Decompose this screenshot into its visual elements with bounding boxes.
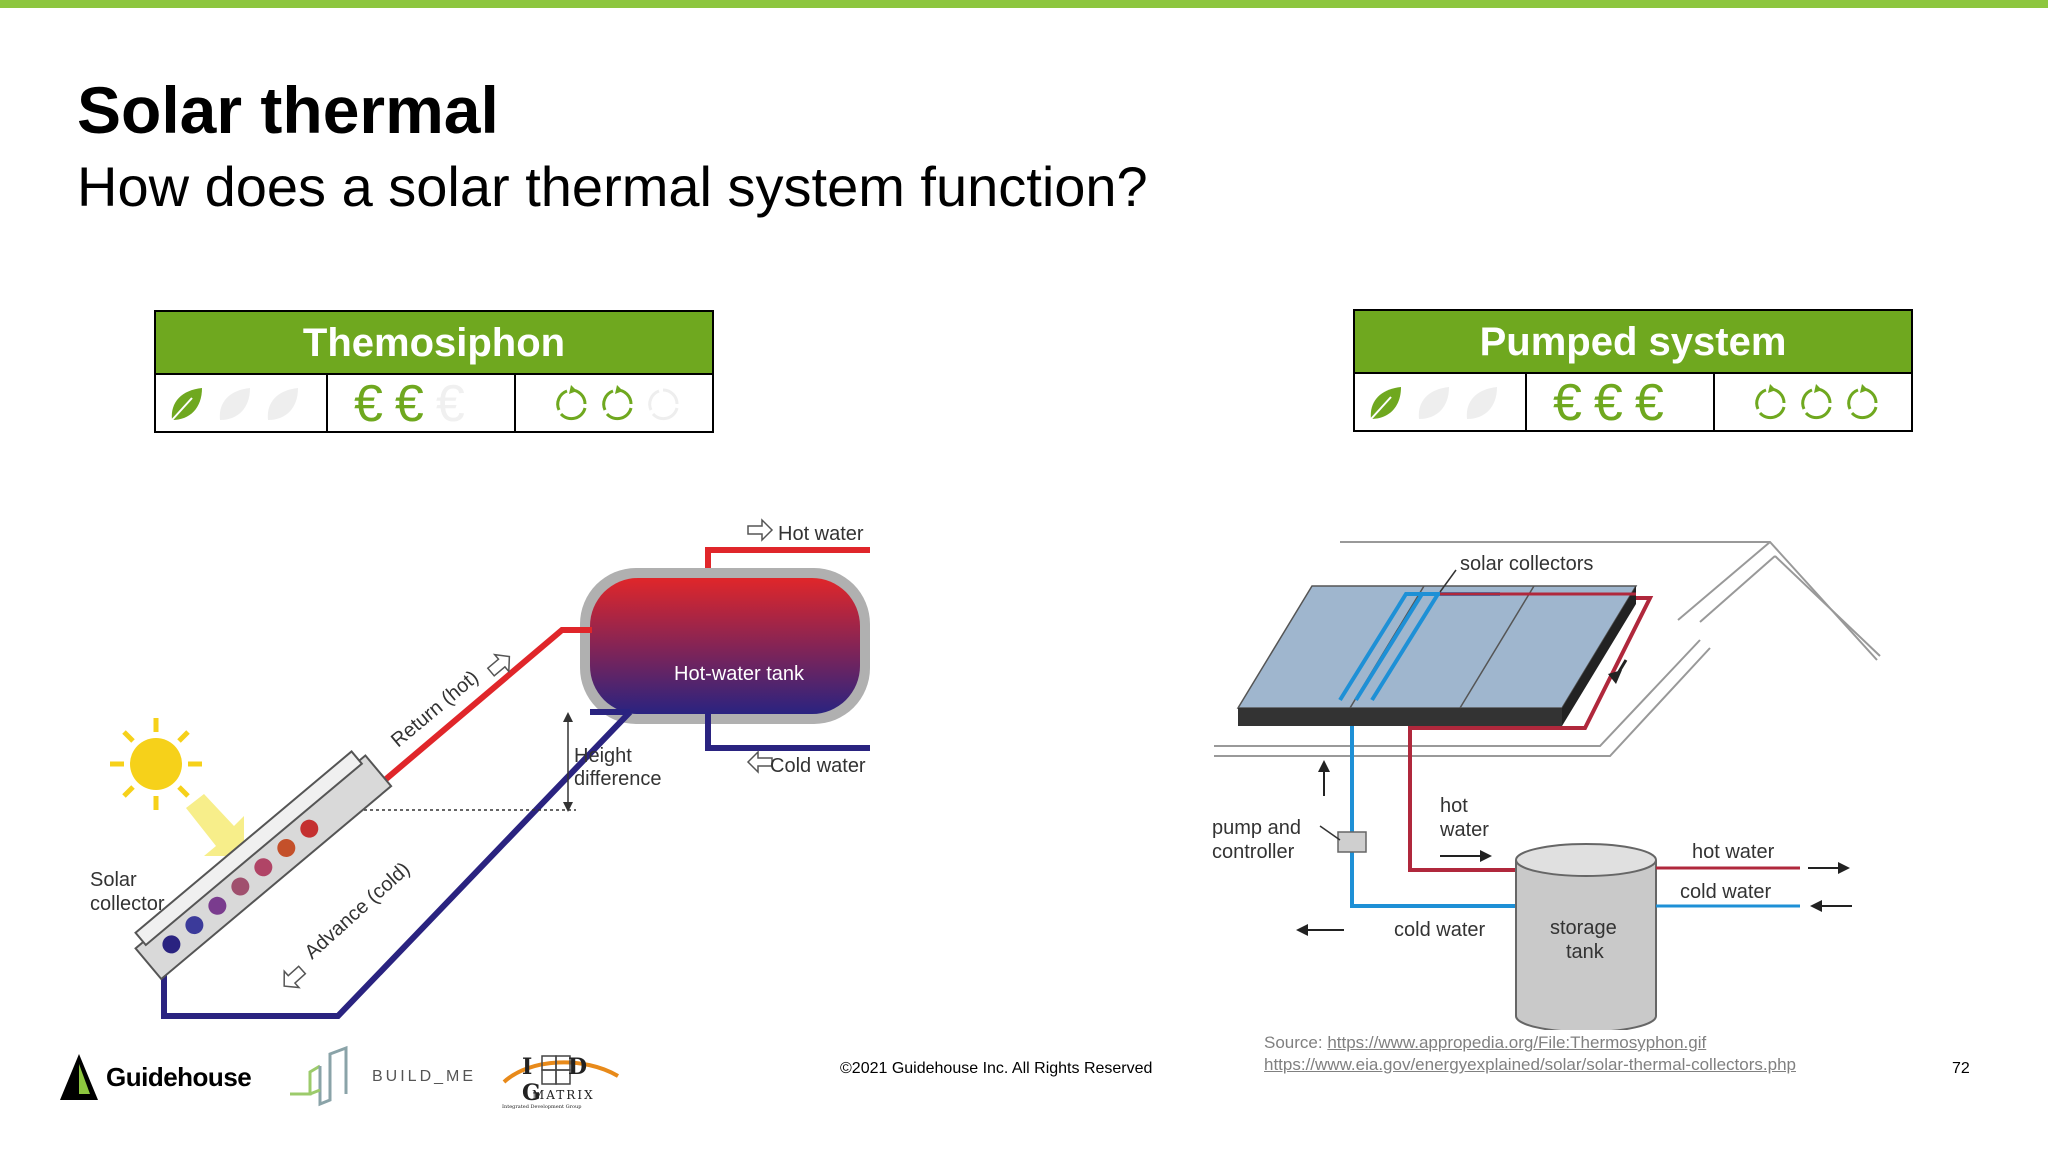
sunlight-arrow [186,794,244,856]
buildme-logo: BUILD_ME [286,1044,476,1110]
sustainability-rating [1355,374,1527,432]
guidehouse-wordmark: Guidehouse [106,1061,252,1092]
height-label-1: Height [574,745,632,767]
guidehouse-mark-icon [60,1054,98,1100]
recycle-icon [1847,384,1878,420]
page-number: 72 [1952,1060,1970,1077]
recycle-icon [602,385,633,421]
collectors-label: solar collectors [1460,553,1593,575]
recycle-icon [648,388,679,421]
leaf-icon [1466,387,1497,419]
rating-title: Themosiphon [156,312,712,375]
leaf-icon [1418,387,1449,419]
sun-icon [110,718,202,810]
page-subtitle: How does a solar thermal system function… [77,155,1148,218]
arrow-icon [486,653,511,677]
arrow-icon [747,518,774,542]
idg-matrix-text: MATRIX [532,1088,595,1102]
cost-rating: € € € [328,375,516,433]
hot-water-label-1: hot [1440,795,1468,817]
pump-box [1337,831,1367,853]
arrow-icon [746,750,773,774]
euro-icon: € [1593,374,1623,432]
arrow-icon [283,965,307,989]
circularity-rating [516,375,712,433]
sustainability-rating [156,375,328,433]
cost-rating: € € € [1527,374,1715,432]
storage-tank [1515,860,1657,1030]
cold-water-pipe [705,714,870,751]
buildme-wordmark: BUILD_ME [372,1068,477,1085]
tank-label: Hot-water tank [674,663,805,685]
source-link-1[interactable]: https://www.appropedia.org/File:Thermosy… [1327,1033,1707,1052]
euro-icon: € [394,375,424,433]
circularity-rating [1715,374,1911,432]
recycle-icon [556,385,587,421]
source-link-2[interactable]: https://www.eia.gov/energyexplained/sola… [1264,1055,1796,1074]
leaf-icon [1370,387,1401,420]
pump-label-2: controller [1212,841,1295,863]
hot-water-label-2: water [1439,819,1489,841]
idg-matrix-logo: I D G MATRIX Integrated Development Grou… [500,1052,624,1114]
pumped-system-diagram: solar collectors hot water pump and cont… [1212,541,1881,1030]
pump-label-1: pump and [1212,817,1301,839]
height-label-2: difference [574,768,661,790]
advance-cold-pipe [161,709,633,1019]
leaf-icon [219,388,250,420]
tank-label-1: storage [1550,917,1617,939]
guidehouse-logo: Guidehouse [60,1054,252,1100]
rating-table-pumped: Pumped system € € € [1353,309,1913,432]
leaf-icon [171,388,202,421]
idg-letters: I D G [522,1054,602,1106]
hot-water-label: Hot water [778,523,864,545]
recycle-icon [1755,384,1786,420]
hot-pipe [1408,596,1654,872]
recycle-icon [1801,384,1832,420]
copyright: ©2021 Guidehouse Inc. All Rights Reserve… [840,1060,1153,1077]
euro-icon: € [1553,374,1582,432]
thermosiphon-diagram: Hot water Hot-water tank Cold water Retu… [90,518,870,1019]
page-title: Solar thermal [77,73,499,147]
collector-label-2: collector [90,893,165,915]
buildme-mark-icon [290,1045,348,1107]
hot-water-out-label: hot water [1692,841,1775,863]
tank-label-2: tank [1566,941,1605,963]
cold-water-label: Cold water [770,755,866,777]
top-accent-bar [0,0,2048,8]
cold-water-label-left: cold water [1394,919,1485,941]
idg-swoosh-icon [502,1055,620,1085]
cold-water-in-label: cold water [1680,881,1771,903]
leaf-icon [267,388,298,420]
idg-tagline: Integrated Development Group [502,1104,582,1110]
source-prefix: Source: [1264,1033,1328,1052]
return-hot-pipe [338,627,592,821]
euro-icon: € [354,375,383,433]
rating-title: Pumped system [1355,311,1911,374]
source-note: Source: https://www.appropedia.org/File:… [1264,1032,1796,1076]
rating-table-thermosiphon: Themosiphon € € € [154,310,714,433]
euro-icon: € [435,375,465,433]
advance-label: Advance (cold) [301,858,415,964]
cold-pipe [1350,726,1516,908]
euro-icon: € [1634,374,1664,432]
solar-collector [134,750,393,981]
collector-label-1: Solar [90,869,137,891]
hot-water-tank [590,578,860,714]
